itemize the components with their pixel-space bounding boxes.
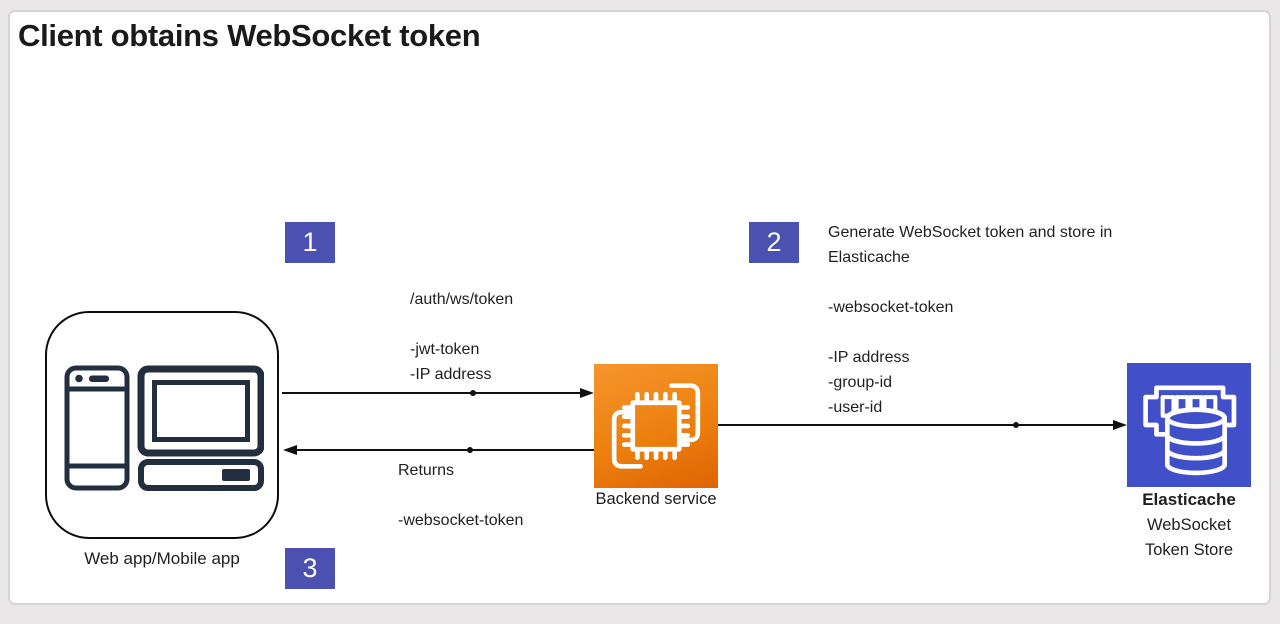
returns-param-token-label: -websocket-token <box>398 512 524 529</box>
step-badge-2: 2 <box>749 222 799 263</box>
request-param-jwt-label: -jwt-token <box>410 341 480 358</box>
arrow-request-waypoint-dot <box>470 390 476 396</box>
node-backend <box>594 364 718 488</box>
returns-label: Returns <box>398 462 455 479</box>
node-elasticache-subtitle-line1: WebSocket <box>1146 516 1232 534</box>
node-elasticache-title: Elasticache <box>1142 490 1236 509</box>
arrow-store-waypoint-dot <box>1013 422 1019 428</box>
node-client <box>45 311 279 539</box>
arrow-store-head-icon <box>1113 420 1127 430</box>
diagram-title: Client obtains WebSocket token <box>18 18 481 53</box>
step-badge-3-number: 3 <box>302 553 318 583</box>
arrow-request-line <box>282 392 582 394</box>
request-path-label: /auth/ws/token <box>410 291 514 308</box>
node-client-label: Web app/Mobile app <box>84 549 240 568</box>
store-param-user-label: -user-id <box>828 399 883 416</box>
store-param-group-label: -group-id <box>828 374 893 391</box>
step-badge-1: 1 <box>285 222 335 263</box>
step-badge-2-number: 2 <box>766 227 782 257</box>
arrow-returns-waypoint-dot <box>467 447 473 453</box>
step-badge-3: 3 <box>285 548 335 589</box>
arrow-request-head-icon <box>580 388 594 398</box>
node-elasticache-subtitle-line2: Token Store <box>1144 541 1234 559</box>
store-param-token-label: -websocket-token <box>828 299 954 316</box>
store-param-ip-label: -IP address <box>828 349 910 366</box>
memory-cache-database-icon <box>1143 385 1237 476</box>
compute-chip-icon <box>611 383 701 469</box>
step-badge-1-number: 1 <box>302 227 318 257</box>
request-param-ip-label: -IP address <box>410 366 492 383</box>
arrow-returns-head-icon <box>283 445 297 455</box>
arrow-returns-line <box>296 449 594 451</box>
step2-note-label: Generate WebSocket token and store in El… <box>828 224 1113 266</box>
node-elasticache <box>1127 363 1251 487</box>
node-backend-label: Backend service <box>595 490 717 508</box>
arrow-store-line <box>718 424 1114 426</box>
web-mobile-devices-icon <box>64 365 264 491</box>
